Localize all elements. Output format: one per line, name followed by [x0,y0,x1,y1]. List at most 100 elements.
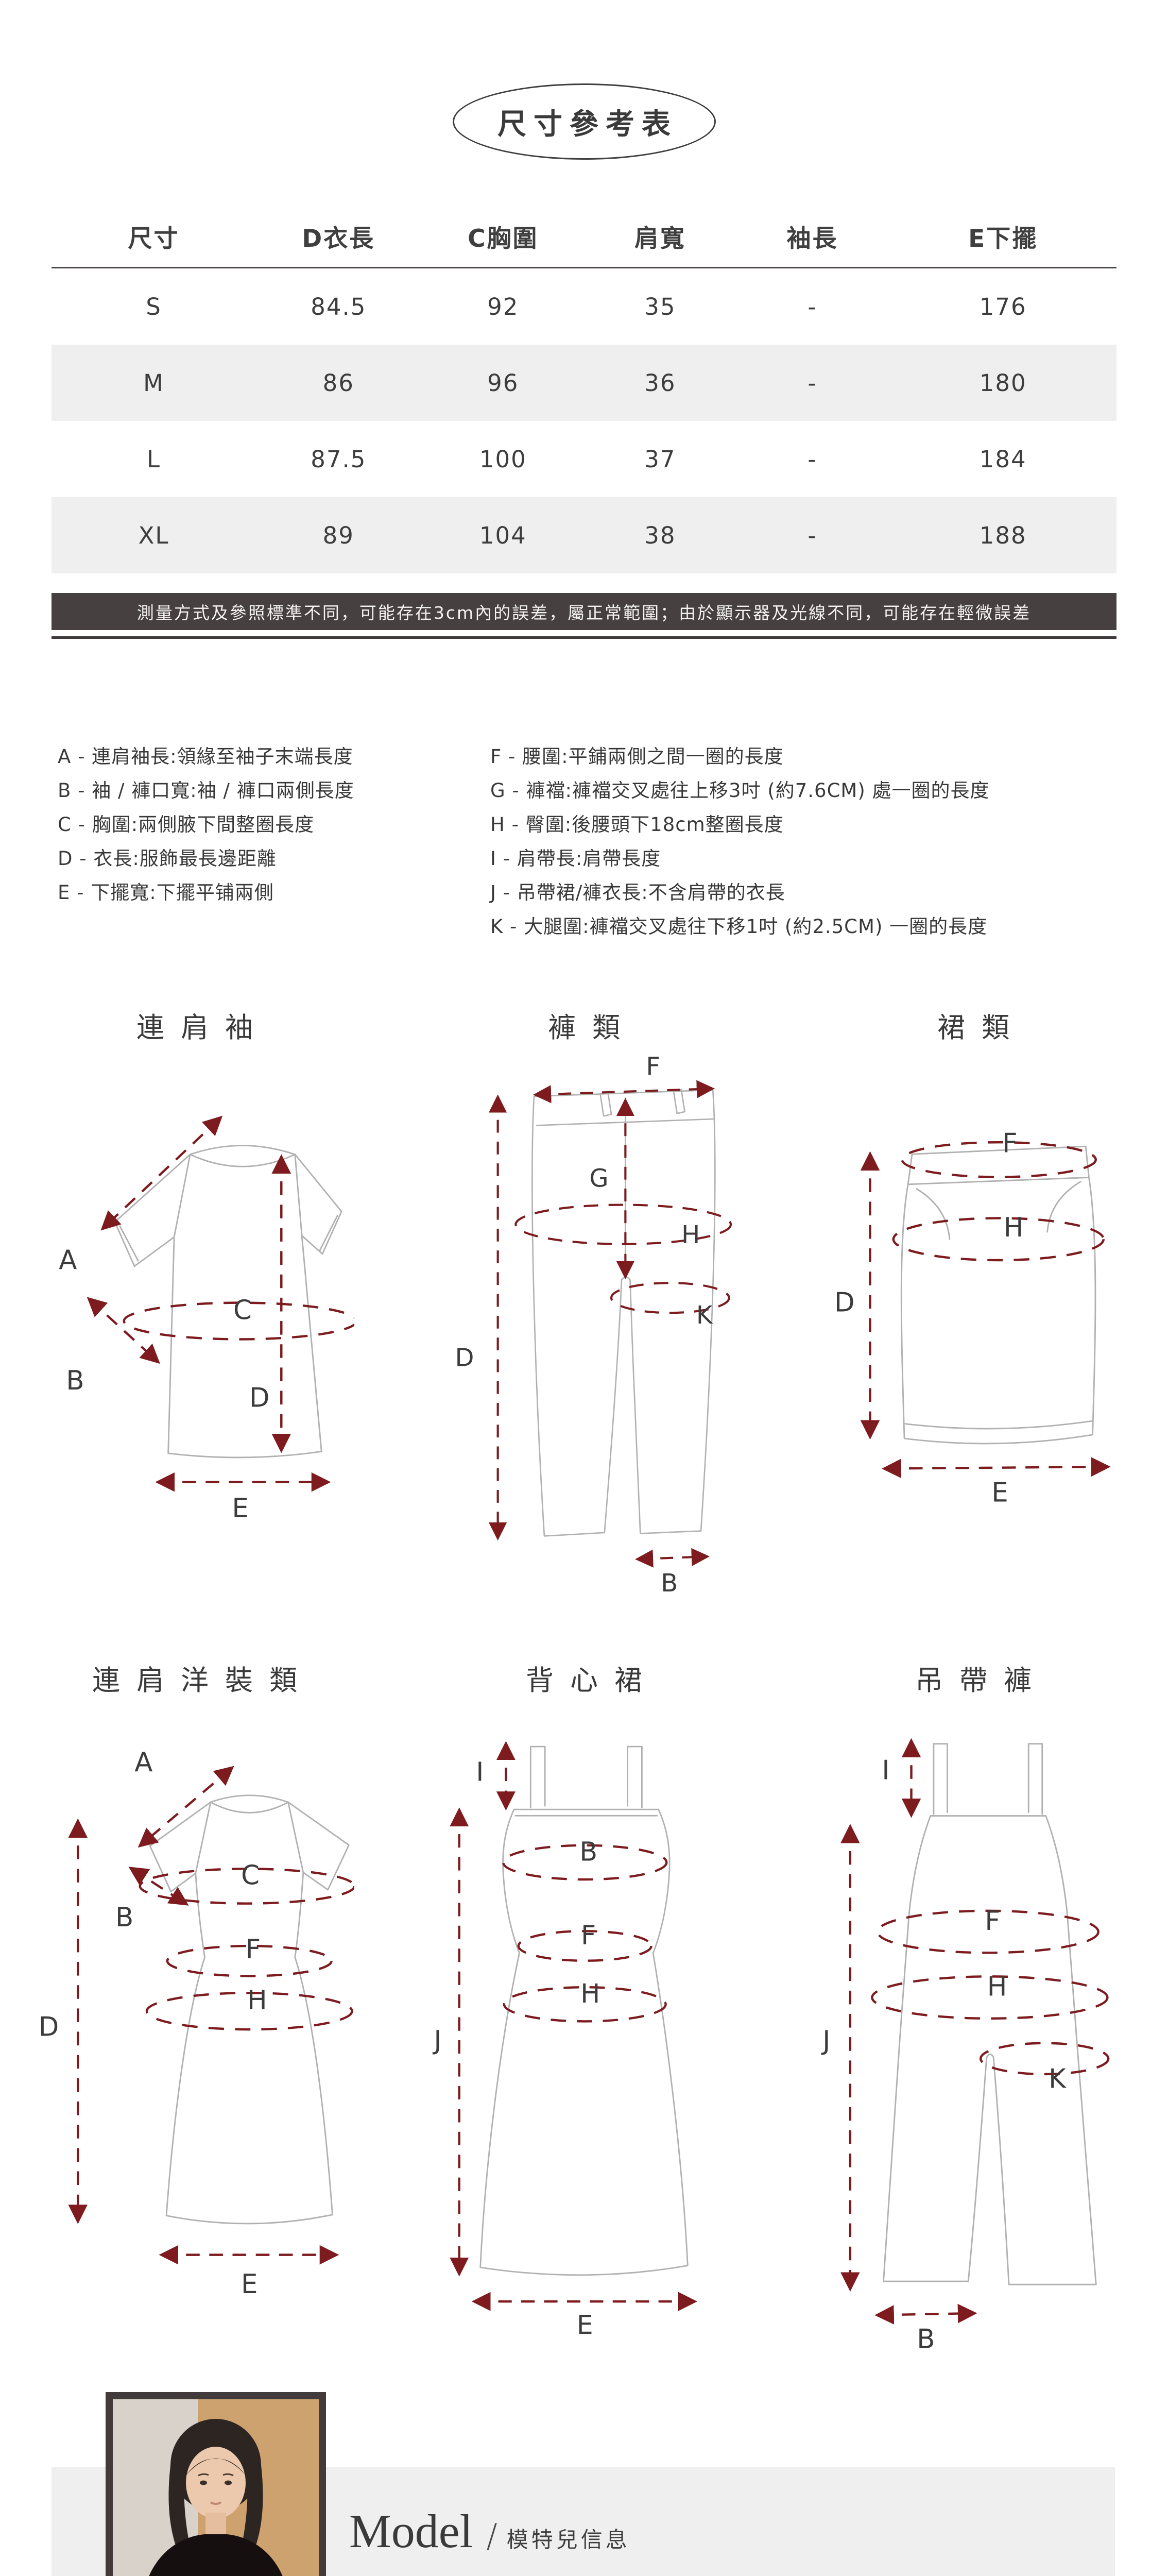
table-row: S 84.5 92 35 - 176 [51,268,1117,345]
diagram-title: 連肩洋裝類 [92,1664,314,1697]
table-header-row: 尺寸 D衣長 C胸圍 肩寬 袖長 E下擺 [51,205,1117,268]
cell-value: 86 [322,369,354,397]
measure-label: H [247,1985,267,2016]
cell-value: 176 [979,293,1027,320]
legend-column-left: A - 連肩袖長:領緣至袖子末端長度 B - 袖 / 褲口寬:袖 / 褲口兩側長… [58,740,490,944]
cell-value: 96 [487,369,519,397]
cell-size: L [146,445,161,473]
diagram-skirt: 裙類 F H D E [779,1005,1168,1597]
cell-value: - [808,369,817,397]
column-header-length: D衣長 [302,224,375,253]
legend-item: C - 胸圍:兩側腋下間整圈長度 [58,814,315,836]
diagram-title: 吊帶褲 [915,1664,1048,1697]
diagram-raglan-top: 連肩袖 A B [0,1005,389,1597]
cell-value: - [808,521,817,549]
legend-item: A - 連肩袖長:領緣至袖子末端長度 [58,745,353,768]
measure-label: D [455,1344,474,1372]
measurement-legend: A - 連肩袖長:領緣至袖子末端長度 B - 袖 / 褲口寬:袖 / 褲口兩側長… [58,740,1168,944]
title-section: 尺寸參考表 [0,0,1168,160]
diagram-raglan-dress: 連肩洋裝類 A B [0,1657,389,2356]
legend-item: J - 吊帶裙/褲衣長:不含肩帶的衣長 [490,882,785,904]
raglan-dress-diagram: A B C F H D E [39,1747,354,2300]
cell-value: 84.5 [311,293,367,320]
measure-label: E [577,2310,593,2336]
measure-label: G [589,1164,608,1193]
measure-label: D [834,1287,855,1318]
measure-label: B [579,1837,597,1867]
model-heading-en: Model [349,2505,473,2558]
measure-label: F [246,1934,261,1965]
legend-item: F - 腰圍:平鋪兩側之間一圈的長度 [490,745,784,768]
table-row: XL 89 104 38 - 188 [51,497,1117,573]
cell-value: 184 [979,445,1027,473]
raglan-top-diagram: A B C D E [59,1115,354,1524]
skirt-diagram: F H D E [834,1128,1111,1508]
cell-value: 37 [644,445,676,473]
measure-label: B [917,2324,935,2354]
cell-value: 36 [644,369,676,397]
cell-value: 188 [979,521,1027,549]
diagram-overalls: 吊帶褲 I F H K [779,1657,1168,2356]
measure-label: B [66,1365,84,1396]
measure-label: D [39,2012,59,2043]
cell-size: M [143,369,164,397]
diagram-title: 背心裙 [526,1664,659,1697]
notice-bar: 測量方式及參照標準不同，可能存在3cm內的誤差，屬正常範圍；由於顯示器及光線不同… [51,593,1117,630]
measure-label: H [987,1972,1007,2003]
cell-value: 104 [479,521,527,549]
diagram-vest-dress: 背心裙 I B F [389,1657,779,2356]
column-header-bust: C胸圍 [468,224,539,253]
pants-diagram: F G H K D B [455,1053,732,1597]
measure-label: F [581,1920,596,1951]
cell-value: - [808,445,817,473]
cell-value: 92 [487,293,519,320]
measure-label: E [241,2269,257,2300]
title-ellipse: 尺寸參考表 [452,83,716,160]
page-title: 尺寸參考表 [497,107,678,141]
measure-label: H [580,1978,600,2009]
diagram-title: 褲類 [548,1011,637,1044]
legend-column-right: F - 腰圍:平鋪兩側之間一圈的長度 G - 褲襠:褲襠交叉處往上移3吋 (約7… [490,740,990,944]
size-table: 尺寸 D衣長 C胸圍 肩寬 袖長 E下擺 S 84.5 92 35 - 176 … [51,205,1117,573]
measure-label: I [882,1755,889,1786]
cell-size: S [146,293,162,320]
legend-item: K - 大腿圍:褲襠交叉處往下移1吋 (約2.5CM) 一圈的長度 [490,916,988,938]
measure-label: D [249,1383,270,1414]
measure-label: K [696,1301,713,1330]
divider-line [51,636,1117,639]
legend-item: G - 褲襠:褲襠交叉處往上移3吋 (約7.6CM) 處一圈的長度 [490,779,990,802]
model-info-block: Model / 模特兒信息 ✦ 身高:168cm ✦ 試穿尺寸:M/均碼 ✦ 體… [349,2504,856,2576]
measure-label: H [1004,1212,1024,1243]
measure-label: B [661,1569,678,1597]
model-heading-slash: / [486,2517,497,2556]
cell-size: XL [138,521,169,549]
column-header-sleeve: 袖長 [786,224,838,253]
cell-value: - [808,293,817,320]
measure-label: A [134,1747,152,1778]
model-photo-frame: @蹦蹦 [106,2392,326,2576]
legend-item: I - 肩帶長:肩帶長度 [490,848,661,870]
legend-item: D - 衣長:服飾最長邊距離 [58,848,277,870]
column-header-hem: E下擺 [968,224,1038,253]
diagram-title: 連肩袖 [136,1011,269,1044]
measure-label: J [821,2025,830,2056]
notice-text: 測量方式及參照標準不同，可能存在3cm內的誤差，屬正常範圍；由於顯示器及光線不同… [136,603,1032,623]
measure-label: K [1049,2064,1067,2095]
legend-item: H - 臀圍:後腰頭下18cm整圈長度 [490,814,784,836]
measure-label: E [232,1493,248,1524]
measure-label: F [646,1053,660,1081]
measure-label: F [985,1906,1000,1937]
diagram-row-2: 連肩洋裝類 A B [0,1657,1168,2356]
measure-label: F [1002,1128,1018,1159]
table-row: L 87.5 100 37 - 184 [51,421,1117,497]
cell-value: 100 [479,445,527,473]
legend-item: E - 下擺寬:下擺平铺兩側 [58,882,274,904]
cell-value: 87.5 [311,445,367,473]
diagram-title: 裙類 [937,1011,1026,1044]
measure-label: H [681,1221,700,1249]
diagram-row-1: 連肩袖 A B [0,1005,1168,1597]
measure-label: C [233,1295,252,1326]
vest-dress-diagram: I B F H J E [432,1741,698,2336]
measure-label: A [59,1245,77,1276]
